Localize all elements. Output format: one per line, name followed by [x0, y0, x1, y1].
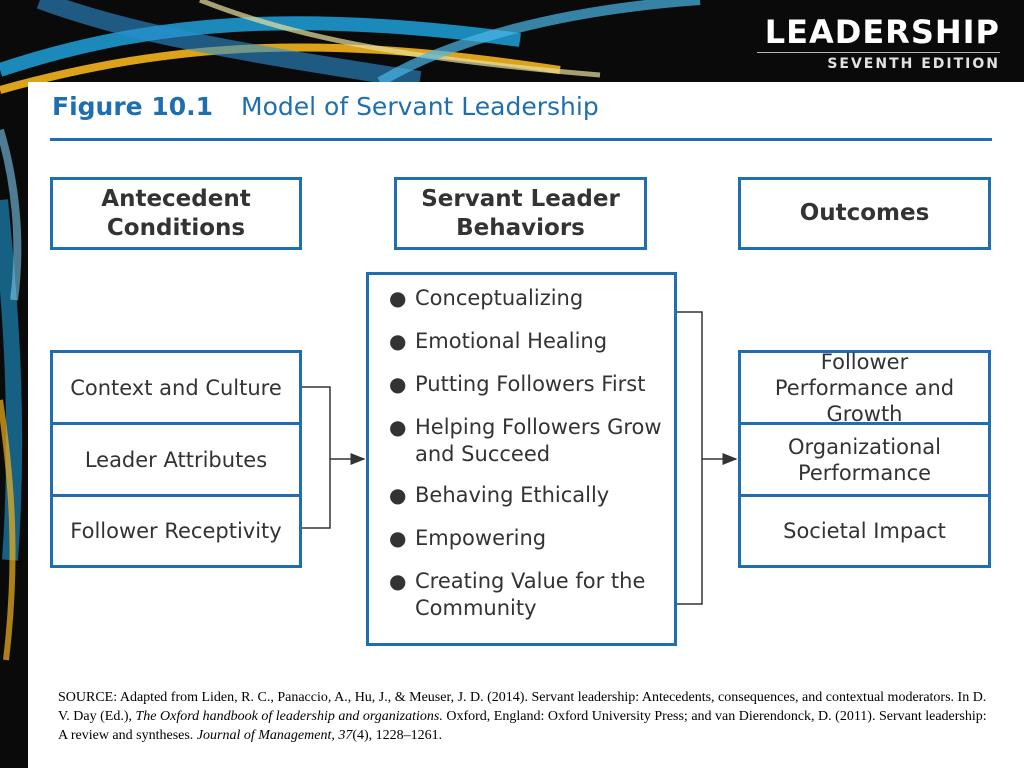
- behaviors-bracket: [677, 311, 703, 605]
- brand-title: LEADERSHIP: [764, 13, 1000, 51]
- figure-panel: Figure 10.1 Model of Servant Leadership A…: [28, 82, 1024, 768]
- outcome-item-societal-impact: Societal Impact: [783, 519, 946, 543]
- brand-edition: SEVENTH EDITION: [757, 52, 1000, 72]
- behaviors-list: ●Conceptualizing ●Emotional Healing ●Put…: [381, 285, 666, 622]
- outcome-item-organizational-performance: Organizational Performance: [741, 425, 988, 497]
- connector-lines: [302, 311, 738, 605]
- outcome-item-follower-performance: Follower Performance and Growth: [741, 350, 988, 426]
- header-antecedent-label: Antecedent Conditions: [101, 185, 251, 241]
- outcomes-group: Follower Performance and Growth Organiza…: [738, 350, 991, 568]
- behavior-item: ●Helping Followers Grow and Succeed: [389, 415, 662, 466]
- figure-caption: Model of Servant Leadership: [241, 92, 599, 121]
- behaviors-box: ●Conceptualizing ●Emotional Healing ●Put…: [366, 272, 677, 646]
- behavior-item: ●Conceptualizing: [389, 286, 584, 310]
- header-outcomes: Outcomes: [738, 177, 991, 250]
- figure-title: Figure 10.1 Model of Servant Leadership: [52, 92, 599, 121]
- book-brand: LEADERSHIP SEVENTH EDITION: [757, 14, 1000, 72]
- header-behaviors-label: Servant Leader Behaviors: [421, 185, 620, 241]
- antecedent-item-follower-receptivity: Follower Receptivity: [70, 519, 282, 543]
- antecedent-group: Context and Culture Leader Attributes Fo…: [50, 350, 302, 568]
- header-outcomes-label: Outcomes: [799, 200, 930, 226]
- antecedent-item-leader-attributes: Leader Attributes: [53, 425, 299, 497]
- source-citation: SOURCE: Adapted from Liden, R. C., Panac…: [58, 690, 987, 743]
- behavior-item: ●Empowering: [389, 526, 547, 550]
- header-servant-leader-behaviors: Servant Leader Behaviors: [394, 177, 647, 250]
- header-antecedent-conditions: Antecedent Conditions: [50, 177, 302, 250]
- behavior-item: ●Creating Value for the Community: [389, 569, 646, 620]
- behavior-item: ●Emotional Healing: [389, 329, 608, 353]
- antecedent-item-context-and-culture: Context and Culture: [53, 353, 299, 425]
- figure-label: Figure 10.1: [52, 92, 214, 121]
- behavior-item: ●Behaving Ethically: [389, 483, 610, 507]
- behavior-item: ●Putting Followers First: [389, 372, 646, 396]
- antecedent-bracket: [302, 386, 331, 529]
- title-rule: [50, 138, 992, 141]
